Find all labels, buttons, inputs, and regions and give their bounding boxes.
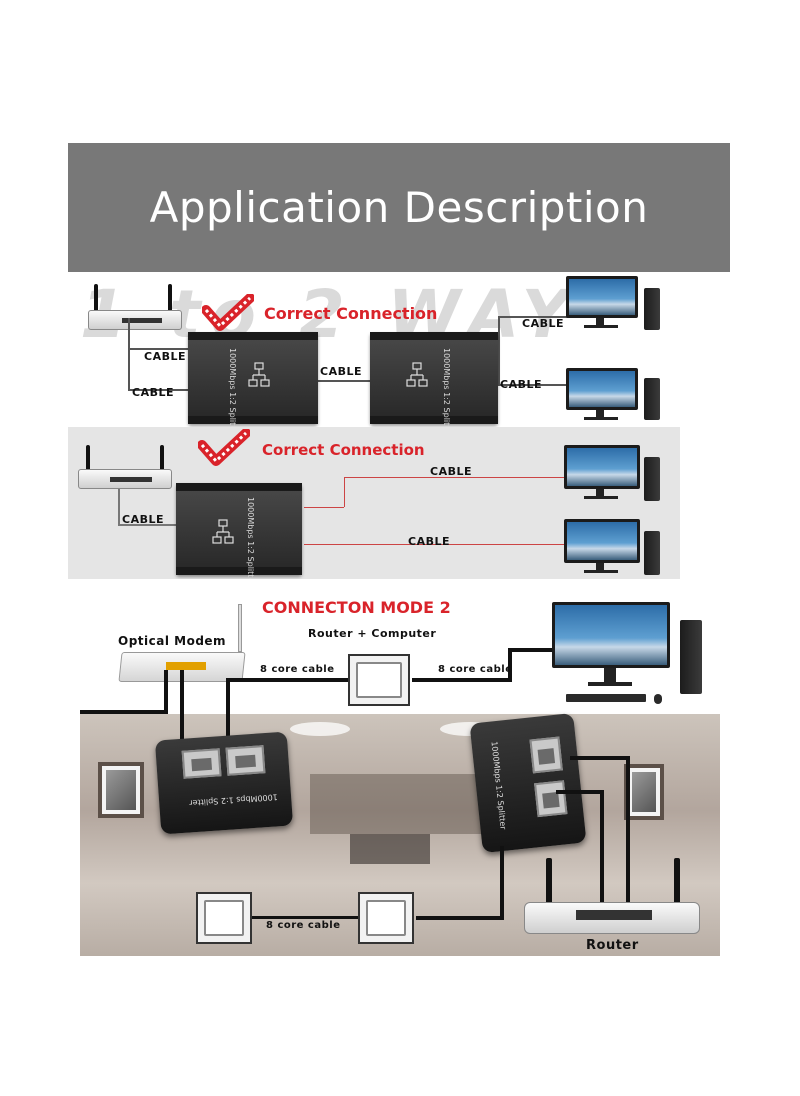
antenna-icon [168,284,172,314]
cable-label: 8 core cable [266,920,341,931]
wall-socket [348,654,410,706]
network-splitter-large: 1000Mbps 1:2 Splitter [154,731,294,835]
wall-socket [196,892,252,944]
network-splitter: 1000Mbps 1:2 Splitter [188,332,318,427]
network-splitter-large: 1000Mbps 1:2 Splitter [469,712,587,854]
modem-label: Optical Modem [118,634,227,648]
cable-label: 8 core cable [260,664,335,675]
check-badge-icon [198,429,250,466]
cable-label: CABLE [408,535,450,548]
page-title: Application Description [149,183,649,232]
antenna-icon [546,858,552,908]
mode-heading: CONNECTON MODE 2 [262,598,451,617]
cable-label: CABLE [522,317,564,330]
antenna-icon [674,858,680,908]
cable-label: CABLE [430,465,472,478]
network-splitter: 1000Mbps 1:2 Splitter [176,483,302,579]
network-icon [406,362,428,387]
wall-socket [358,892,414,944]
antenna-icon [94,284,98,314]
network-splitter: 1000Mbps 1:2 Splitter [370,332,498,427]
antenna-icon [160,445,164,475]
check-badge-icon [202,294,254,331]
diagram-panel-direct-split: Correct Connection CABLE CABLE CABLE 100… [68,427,680,579]
header-banner: Application Description [68,143,730,272]
antenna-icon [86,445,90,475]
diagram-panel-connection-mode-2: CONNECTON MODE 2 Router + Computer Optic… [80,586,720,956]
cable-label: CABLE [122,513,164,526]
cable-label: CABLE [144,350,186,363]
correct-connection-heading: Correct Connection [262,441,425,459]
cable-label: CABLE [500,378,542,391]
cable-label: CABLE [132,386,174,399]
cable-label: 8 core cable [438,664,513,675]
correct-connection-heading: Correct Connection [264,304,438,323]
network-icon [212,519,234,544]
network-icon [248,362,270,387]
mode-subheading: Router + Computer [308,627,437,640]
cable-label: CABLE [320,365,362,378]
diagram-panel-1-to-2-way: 1 to 2 WAY Correct Connection CABLE CABL… [68,272,730,427]
router-label: Router [586,938,639,953]
